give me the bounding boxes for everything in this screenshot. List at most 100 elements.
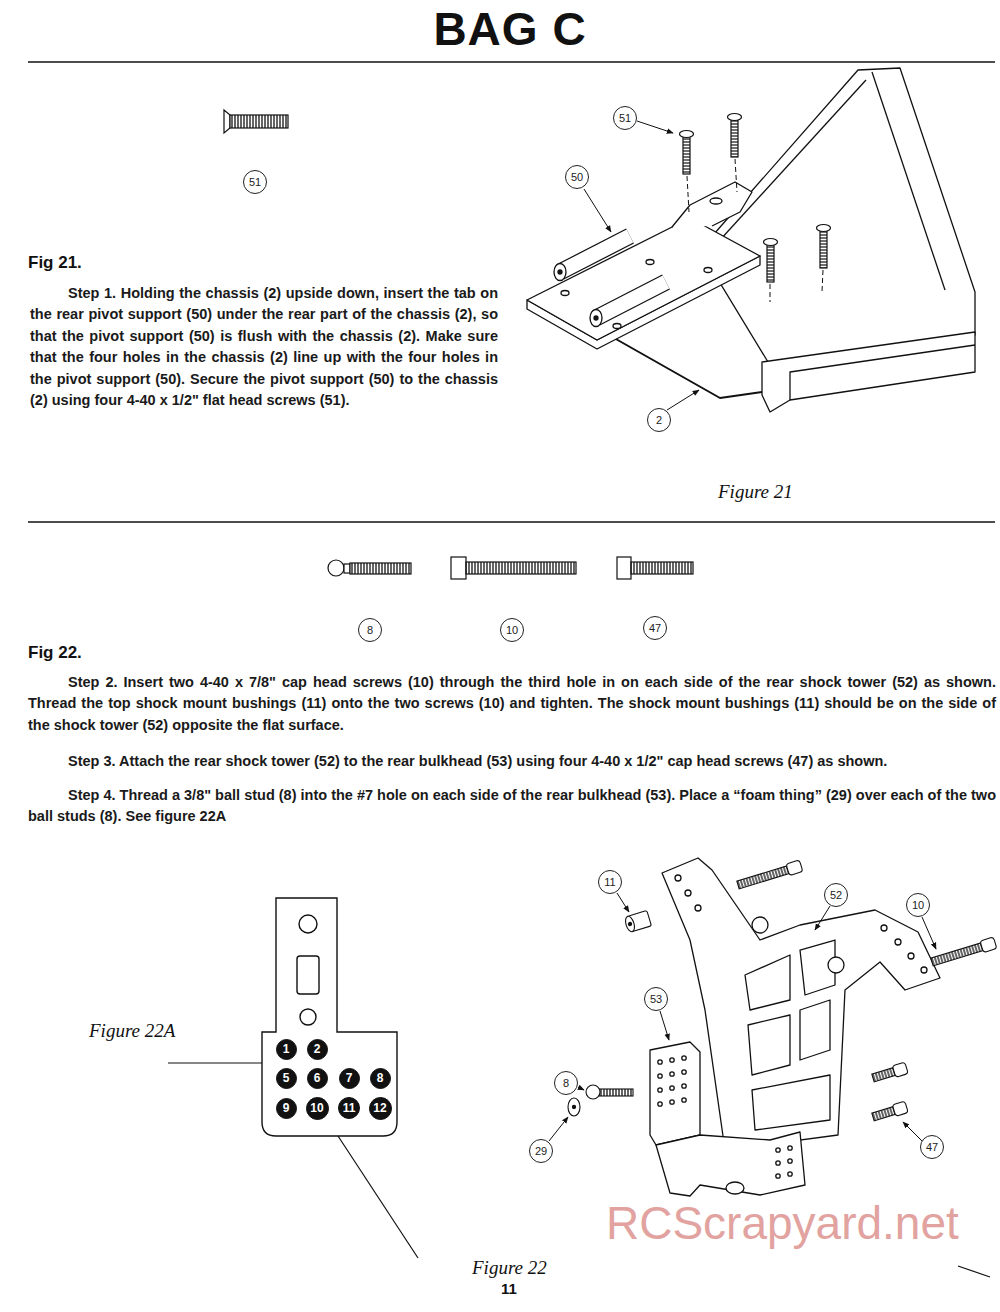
cap-screws <box>871 1101 908 1123</box>
step-text: Step 4. Thread a 3/8" ball stud (8) into… <box>28 785 996 828</box>
page-number: 11 <box>501 1280 517 1298</box>
cap-screws <box>872 1068 895 1082</box>
callout-number: 47 <box>926 1142 938 1153</box>
cap-screws <box>736 860 803 891</box>
callout-number: 7 <box>346 1072 353 1084</box>
callout-number: 10 <box>506 625 518 636</box>
pivot-support-drawing <box>672 182 752 227</box>
callout-number: 1 <box>283 1043 290 1055</box>
callout-number: 51 <box>619 113 631 124</box>
leader-line <box>903 1122 922 1141</box>
callout-number: 29 <box>535 1146 547 1157</box>
hole-number-circle: 11 <box>338 1097 360 1119</box>
pivot-support-drawing <box>594 316 598 320</box>
callout-number: 8 <box>367 625 373 636</box>
callout-number: 6 <box>314 1072 321 1084</box>
hole-number-circle: 8 <box>370 1068 391 1089</box>
alignment-line <box>770 284 771 302</box>
callout-circle: 52 <box>824 883 848 907</box>
shock-tower-drawing <box>675 875 681 881</box>
bulkhead-drawing <box>656 1132 805 1196</box>
pivot-support-drawing <box>561 291 569 296</box>
bulkhead-drawing <box>682 1084 686 1088</box>
cap-screws <box>736 860 997 1123</box>
leader-line <box>584 121 699 410</box>
bulkhead-drawing <box>658 1102 662 1106</box>
chassis-drawing <box>600 330 762 398</box>
leader-line <box>922 917 936 949</box>
shock-tower-drawing <box>752 917 768 933</box>
callout-number: 9 <box>283 1102 290 1114</box>
callout-circle: 10 <box>500 618 524 642</box>
alignment-line <box>822 270 823 292</box>
bulkhead-plate-outline <box>262 898 397 1136</box>
bulkhead-drawing <box>788 1159 792 1163</box>
callout-circle: 47 <box>920 1135 944 1159</box>
leader-line <box>617 893 629 912</box>
shock-tower-drawing <box>908 953 914 959</box>
leader-line <box>637 121 673 133</box>
cap-screw-icon <box>451 557 466 579</box>
pivot-support-drawing <box>560 236 630 272</box>
shock-bushing <box>624 911 652 933</box>
ball-stud-foam <box>599 1089 633 1096</box>
bulkhead-drawing <box>670 1086 674 1090</box>
bulkhead-drawing <box>658 1088 662 1092</box>
alignment-line <box>687 176 689 212</box>
cap-screw-icon <box>466 562 576 574</box>
flat-head-screws <box>764 239 778 246</box>
cap-screws <box>737 866 789 889</box>
hole-number-circle: 2 <box>307 1039 328 1060</box>
flat-head-screw-icon <box>224 110 230 133</box>
ball-stud-icon <box>328 560 411 576</box>
figure-heading: Fig 22. <box>28 643 82 663</box>
shock-tower-drawing <box>748 1015 790 1075</box>
callout-circle: 53 <box>644 987 668 1011</box>
section-rule <box>28 62 995 522</box>
leader-line <box>338 1136 418 1258</box>
leader-line <box>549 1117 568 1141</box>
flat-head-screws <box>767 244 774 282</box>
ball-stud-foam <box>568 1085 633 1116</box>
leader-line <box>660 1011 669 1040</box>
flat-head-screws <box>731 119 738 157</box>
bulkhead-drawing <box>658 1060 662 1064</box>
hole-number-circle: 9 <box>276 1098 297 1119</box>
cap-screw-icon <box>451 557 693 579</box>
cap-screws <box>980 937 997 953</box>
shock-tower-drawing <box>800 1000 830 1060</box>
callout-circle: 50 <box>565 165 589 189</box>
callout-number: 47 <box>649 623 661 634</box>
hole-number-circle: 10 <box>306 1097 329 1120</box>
page-title: BAG C <box>310 6 710 52</box>
pivot-support-drawing <box>527 218 760 340</box>
shock-tower-drawing <box>752 1075 830 1130</box>
figure-caption: Figure 21 <box>718 481 793 504</box>
callout-circle: 2 <box>647 408 671 432</box>
cap-screws <box>786 860 803 876</box>
callout-number: 8 <box>377 1072 384 1084</box>
bulkhead-drawing <box>788 1146 792 1150</box>
cap-screw-icon <box>631 562 693 574</box>
callout-circle: 11 <box>598 870 622 894</box>
figure-caption: Figure 22 <box>472 1257 547 1280</box>
callout-circle: 8 <box>358 618 382 642</box>
bulkhead-drawing <box>788 1172 792 1176</box>
bulkhead-drawing <box>670 1072 674 1076</box>
alignment-line <box>735 159 737 192</box>
step-text: Step 3. Attach the rear shock tower (52)… <box>28 751 996 772</box>
callout-number: 2 <box>656 415 662 426</box>
bulkhead-drawing <box>650 1042 700 1145</box>
pivot-support-drawing <box>613 324 621 329</box>
bulkhead-drawing <box>658 1074 662 1078</box>
figure-caption: Figure 22A <box>89 1020 175 1043</box>
leader-line <box>815 906 830 930</box>
callout-number: 10 <box>912 900 924 911</box>
alignment-line <box>687 159 823 302</box>
ball-stud-icon <box>350 563 411 574</box>
leader-line <box>578 1087 584 1090</box>
callout-circle: 51 <box>243 170 267 194</box>
pivot-support-drawing <box>704 268 712 273</box>
callout-number: 12 <box>373 1102 386 1114</box>
